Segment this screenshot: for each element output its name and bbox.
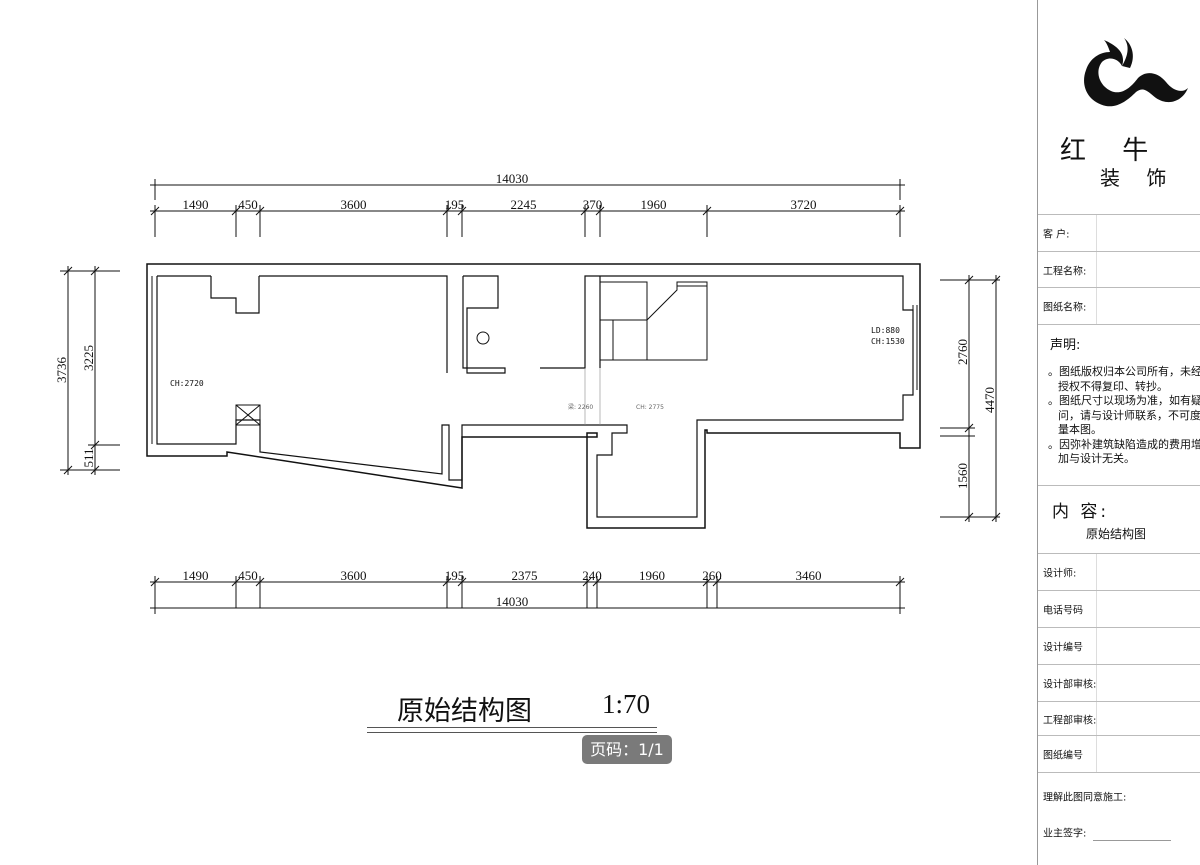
beam-label-1: 梁: 2260 [568,403,593,411]
right-dim-total: 4470 [982,387,997,413]
dimension-label: 450 [238,568,258,583]
left-dim-total: 3736 [54,357,69,384]
phone-label: 电话号码 [1043,605,1083,617]
dimension-label: 1960 [641,197,667,212]
drawing-name-row: 图纸名称: [1038,288,1200,325]
sign-label: 业主签字: [1043,828,1087,840]
content-label: 内 容: [1052,502,1110,522]
statement-item: 。图纸版权归本公司所有，未经授权不得复印、转抄。 [1048,365,1200,393]
dimension-label: 260 [702,568,722,583]
eng-review-row: 工程部审核: [1038,702,1200,736]
design-review-row: 设计部审核: [1038,665,1200,702]
design-no-label: 设计编号 [1043,642,1083,654]
drawing-no-row: 图纸编号 [1038,736,1200,773]
dimension-label: 3600 [341,197,367,212]
window-ld-label: LD:880 [871,326,900,335]
drawing-no-label: 图纸编号 [1043,750,1083,762]
left-dim-lower: 511 [81,448,96,467]
client-label: 客 户: [1043,229,1070,241]
dimension-label: 195 [445,197,465,212]
title-underline [367,727,657,733]
dimension-label: 3720 [791,197,817,212]
statement-item: 。图纸尺寸以现场为准，如有疑问，请与设计师联系，不可度量本图。 [1048,394,1200,436]
drawing-scale: 1:70 [602,689,651,719]
bull-logo-icon [1084,38,1188,107]
agree-row: 理解此图同意施工: [1038,773,1200,819]
dimension-label: 195 [445,568,465,583]
title-block: 红 牛 装 饰 客 户: 工程名称: 图纸名称: 声明: 。图纸版权归本公司所有… [1037,0,1200,865]
floor-plan: 1490 450 3600 195 2245 370 1960 3720 1490 450 360… [54,171,1001,614]
brand-subtitle: 装 饰 [1100,166,1177,190]
sign-row: 业主签字: [1038,815,1200,849]
statement-section: 声明: 。图纸版权归本公司所有，未经授权不得复印、转抄。 。图纸尺寸以现场为准，… [1038,325,1200,486]
dimension-label: 450 [238,197,258,212]
drawing-name-label: 图纸名称: [1043,302,1087,314]
project-label: 工程名称: [1043,266,1087,277]
designer-row: 设计师: [1038,554,1200,591]
bottom-total-label: 14030 [496,594,529,609]
dimension-label: 2245 [511,197,537,212]
design-review-label: 设计部审核: [1043,679,1097,691]
right-dim-upper: 2760 [955,339,970,365]
dimension-label: 240 [582,568,602,583]
statement-item: 。因弥补建筑缺陷造成的费用增加与设计无关。 [1048,437,1200,466]
dimension-label: 370 [583,197,603,212]
design-no-row: 设计编号 [1038,628,1200,665]
dimension-label: 3600 [341,568,367,583]
client-row: 客 户: [1038,215,1200,252]
right-dim-lower: 1560 [955,463,970,489]
page-indicator[interactable]: 页码：1/1 [582,735,672,764]
dimension-label: 1960 [639,568,665,583]
dimension-label: 3460 [796,568,822,583]
dimension-label: 2375 [512,568,538,583]
content-section: 内 容: 原始结构图 [1038,485,1200,554]
ceiling-height-right: CH:1530 [871,337,905,346]
ceiling-height-left: CH:2720 [170,379,204,388]
brand-name: 红 牛 [1060,136,1163,166]
left-dim-upper: 3225 [81,345,96,371]
designer-label: 设计师: [1043,568,1077,580]
dimension-label: 1490 [183,197,209,212]
eng-review-label: 工程部审核: [1043,715,1097,726]
project-row: 工程名称: [1038,252,1200,288]
content-value: 原始结构图 [1086,527,1147,541]
top-total-label: 14030 [496,171,529,186]
dimension-label: 1490 [183,568,209,583]
statement-title: 声明: [1050,338,1081,353]
drawing-title: 原始结构图 [397,696,532,726]
agree-label: 理解此图同意施工: [1043,792,1127,804]
beam-label-2: CH: 2775 [636,404,664,411]
phone-row: 电话号码 [1038,591,1200,628]
